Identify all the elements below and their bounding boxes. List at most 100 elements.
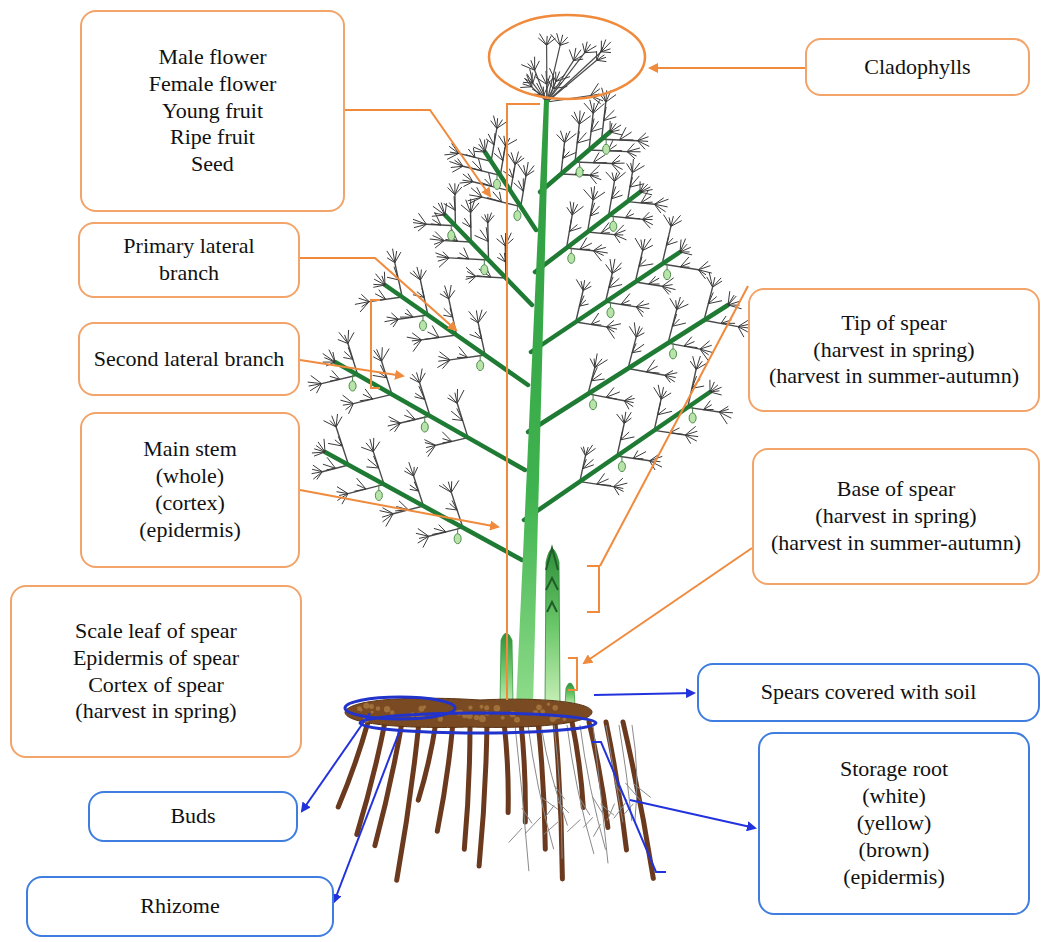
cladophyll-tuft [606, 387, 620, 399]
fine-root [541, 725, 568, 826]
label-text: Tip of spear [841, 310, 947, 337]
primary-lateral-branch [528, 305, 728, 432]
label-text: (harvest in spring) [813, 337, 974, 364]
leader-line [650, 67, 805, 69]
cladophyll-tuft [708, 292, 722, 303]
cladophyll-tuft [633, 451, 646, 459]
rhizome-texture [536, 705, 542, 711]
cladophyll-tuft [611, 155, 624, 173]
berry-stalk [457, 528, 458, 534]
cladophyll-tuft [579, 296, 588, 307]
label-text: (brown) [859, 837, 930, 864]
cladophyll-tuft [576, 279, 591, 290]
berry [610, 221, 617, 231]
berry-stalk [667, 264, 668, 270]
cladophyll-tuft [507, 152, 524, 165]
label-box: Main stem(whole)(cortex)(epidermis) [80, 412, 300, 568]
cladophyll-tuft [469, 310, 487, 323]
berry [514, 211, 521, 221]
spear [545, 549, 560, 706]
cladophyll-tuft [410, 482, 419, 491]
cladophyll-tuft [649, 276, 660, 284]
cladophyll-tuft [497, 233, 514, 246]
cladophyll-tuft [432, 203, 447, 217]
spear-scales [546, 548, 558, 612]
label-text: Cladophylls [864, 54, 970, 81]
secondary-branch [580, 482, 614, 487]
leader-line [584, 548, 752, 663]
leader-line [630, 800, 755, 828]
label-text: (epidermis) [139, 517, 240, 544]
leader-line [300, 360, 403, 376]
cladophyll-tuft [640, 181, 653, 195]
label-box: Primary lateral branch [78, 222, 300, 298]
label-text: (yellow) [857, 810, 932, 837]
label-box: Cladophylls [805, 38, 1030, 96]
cladophyll-tuft [337, 487, 349, 505]
rhizome-texture [468, 705, 472, 709]
cladophyll-tuft [430, 232, 444, 249]
cladophyll-tuft [606, 259, 622, 274]
cladophyll-tuft [514, 178, 524, 191]
storage-root [606, 722, 627, 850]
label-text: Main stem [143, 436, 237, 463]
cladophyll-tuft [690, 356, 706, 369]
cladophyll-tuft [665, 371, 678, 383]
leader-line [302, 713, 370, 811]
cladophyll-tuft [458, 248, 469, 259]
label-text: (whole) [156, 463, 224, 490]
fine-root [509, 725, 532, 871]
bracket [592, 742, 666, 872]
bracket [371, 300, 380, 388]
cladophyll-tuft [624, 396, 634, 410]
cladophyll-tuft [591, 119, 602, 132]
cladophyll-tuft [621, 294, 631, 305]
cladophyll-tuft [607, 320, 621, 338]
cladophyll-tuft [388, 417, 401, 432]
cladophyll-tuft [466, 148, 475, 158]
cladophyll-tuft [460, 174, 473, 187]
cladophyll-tuft [338, 330, 354, 344]
cladophyll-tuft [646, 360, 659, 373]
berry-stalk [451, 224, 452, 230]
cladophyll-tuft [425, 326, 439, 340]
cladophyll-tuft [636, 301, 649, 317]
berry-stalk [352, 375, 353, 381]
cladophyll-tuft [632, 343, 644, 352]
cladophyll-tuft [612, 187, 623, 199]
cladophyll-tuft [446, 500, 458, 510]
label-text: (cortex) [155, 490, 225, 517]
berry-stalk [422, 315, 423, 321]
cladophyll-tuft [617, 412, 632, 424]
cladophyll-tuft [610, 121, 622, 135]
rhizome-texture [547, 703, 550, 706]
label-box: Base of spear(harvest in spring)(harvest… [752, 448, 1040, 585]
bracket [568, 658, 577, 690]
cladophyll-tuft [521, 57, 539, 70]
cladophyll-tuft [638, 133, 650, 149]
cladophyll-tuft [572, 111, 591, 125]
cladophyll-tuft [630, 176, 643, 187]
cladophyll-tuft [583, 42, 597, 53]
bracket [507, 104, 540, 700]
cladophyll-tuft [590, 165, 602, 184]
cladophyll-tuft [609, 277, 622, 288]
cladophyll-tuft [410, 369, 426, 383]
cladophyll-tuft [577, 131, 590, 143]
label-box: Male flowerFemale flowerYoung fruitRipe … [80, 10, 345, 212]
label-text: (harvest in summer-autumn) [771, 530, 1021, 557]
primary-lateral-branch [325, 452, 522, 560]
cladophyll-tuft [614, 478, 628, 495]
berry-stalk [378, 485, 379, 491]
label-text: Seed [191, 151, 234, 178]
cladophyll-tuft [503, 168, 514, 178]
rhizome-texture [419, 706, 425, 712]
cladophyll-tuft [343, 347, 353, 359]
cladophyll-tuft [557, 131, 577, 143]
fine-root [567, 725, 594, 854]
cladophyll-tuft [435, 252, 449, 268]
cladophyll-tuft [710, 380, 722, 395]
cladophyll-tuft [437, 352, 450, 369]
cladophyll-tuft [462, 215, 471, 228]
secondary-branch [662, 264, 698, 270]
